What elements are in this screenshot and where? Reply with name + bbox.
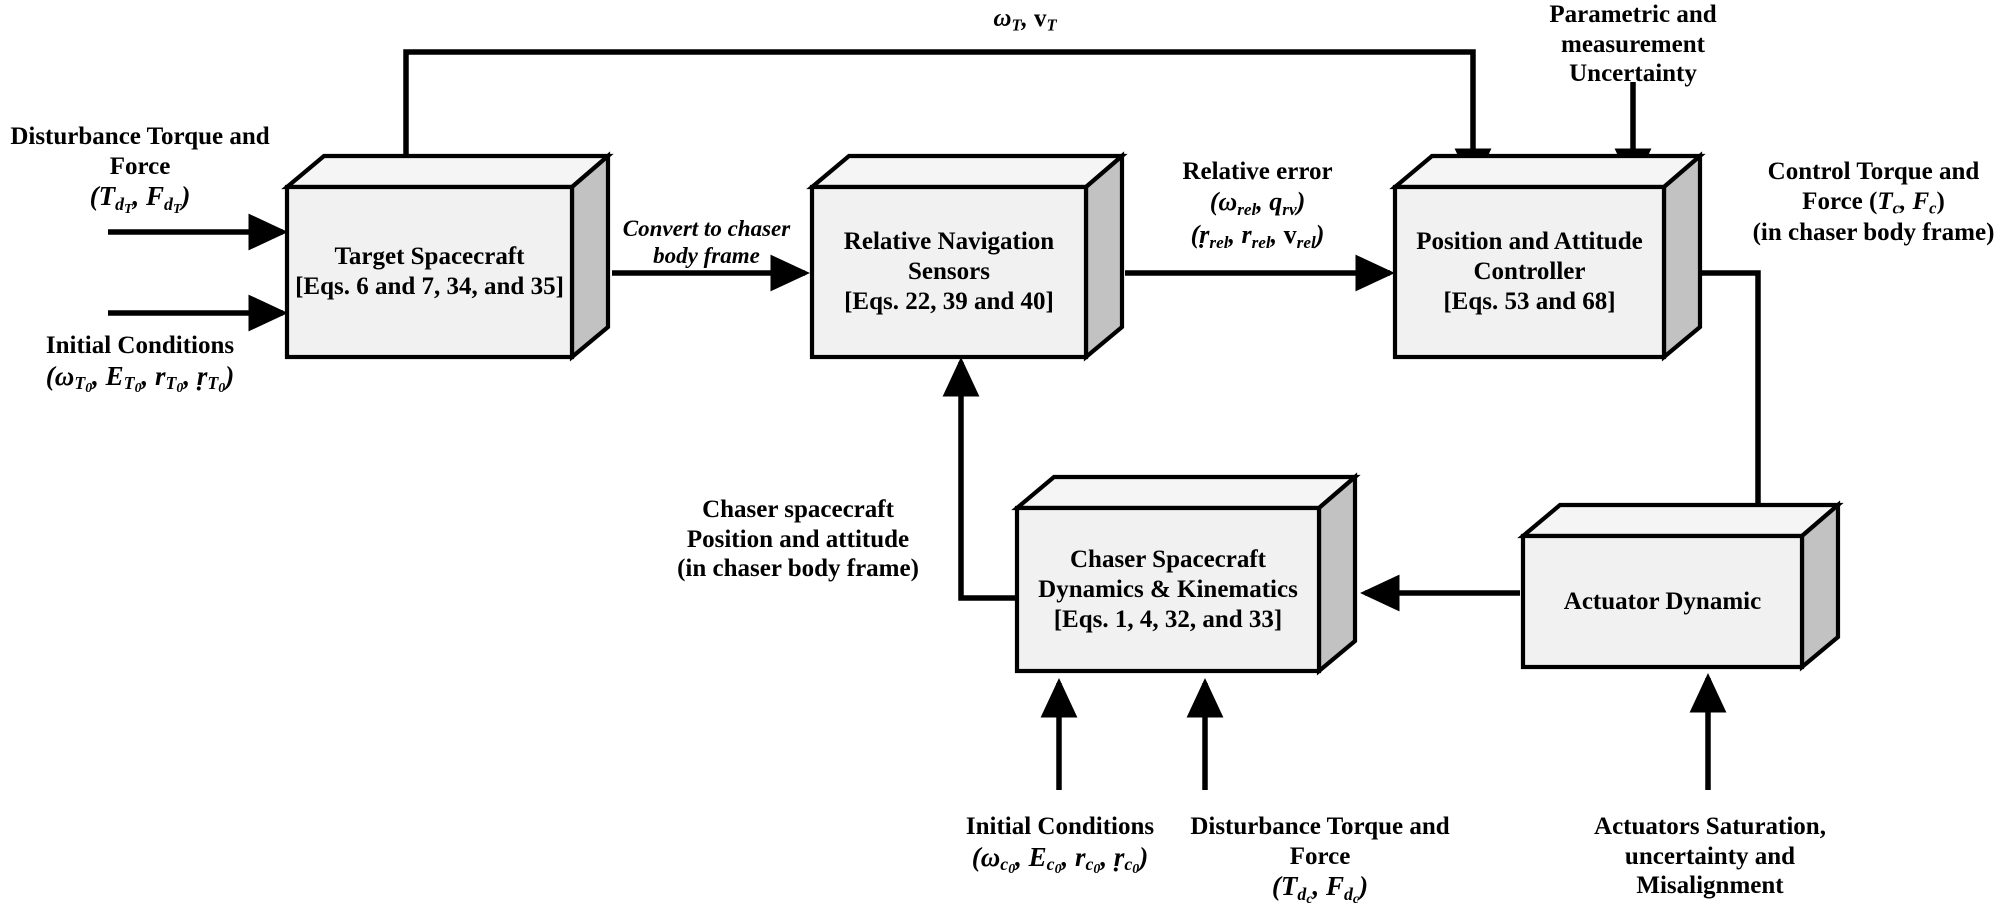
label-line: Chaser spacecraft <box>702 496 894 523</box>
block-line: [Eqs. 6 and 7, 34, and 35] <box>295 273 564 300</box>
block-shape-position-attitude-controller <box>1389 151 1706 362</box>
label-line: Force <box>109 152 171 180</box>
label-target-feedback-math: ωT, vT <box>993 5 1057 35</box>
label-line: body frame <box>653 243 760 269</box>
block-line: [Eqs. 53 and 68] <box>1443 288 1616 315</box>
block-shape-chaser-spacecraft <box>1011 472 1361 676</box>
arrow-target-feedback-to-controller <box>403 49 1492 196</box>
block-line: Dynamics & Kinematics <box>1038 575 1298 603</box>
label-line: uncertainty and <box>1624 842 1796 870</box>
block-line: [Eqs. 22, 39 and 40] <box>844 288 1054 315</box>
label-line: measurement <box>1561 30 1705 58</box>
label-chaser-feedback: Chaser spacecraft Position and attitude … <box>648 495 948 584</box>
label-line: Uncertainty <box>1569 60 1697 87</box>
label-disturbance-target: Disturbance Torque and Force (TdT, FdT) <box>0 122 280 218</box>
label-line: Initial Conditions <box>45 332 235 359</box>
label-disturbance-target-math: (TdT, FdT) <box>89 181 191 218</box>
label-initial-target-math: (ωT0, ET0, rT0, ṛT0) <box>45 360 235 397</box>
block-line: Target Spacecraft <box>334 243 525 270</box>
block-label-target-spacecraft[interactable]: Target Spacecraft [Eqs. 6 and 7, 34, and… <box>287 187 572 357</box>
label-initial-target: Initial Conditions (ωT0, ET0, rT0, ṛT0) <box>0 331 280 398</box>
block-label-position-attitude-controller[interactable]: Position and Attitude Controller [Eqs. 5… <box>1395 187 1664 357</box>
label-initial-chaser-math: (ωc0, Ec0, rc0, ṛc0) <box>971 841 1149 878</box>
label-relative-error-math-1: (ωrel, qrv) <box>1209 186 1306 219</box>
label-control-torque-force: Control Torque and Force (Tc, Fc) (in ch… <box>1740 157 2007 247</box>
label-line: Convert to chaser <box>622 216 791 241</box>
block-line: Actuator Dynamic <box>1563 587 1762 615</box>
block-label-chaser-spacecraft[interactable]: Chaser Spacecraft Dynamics & Kinematics … <box>1017 508 1319 671</box>
block-line: Chaser Spacecraft <box>1069 545 1267 573</box>
label-line: Misalignment <box>1636 872 1784 899</box>
block-line: Relative Navigation <box>843 228 1055 255</box>
label-line: Control Torque and <box>1767 158 1980 185</box>
block-line: Position and Attitude <box>1416 228 1643 255</box>
label-relative-error-math-2: (ṛrel, rrel, vrel) <box>1190 219 1325 252</box>
block-shape-relative-navigation-sensors <box>806 151 1128 362</box>
label-parametric-measurement-uncertainty: Parametric and measurement Uncertainty <box>1500 0 1766 89</box>
label-disturbance-chaser-math: (Tdc, Fdc) <box>1271 871 1369 908</box>
label-relative-error: Relative error (ωrel, qrv) (ṛrel, rrel, … <box>1125 157 1390 253</box>
block-line: Controller <box>1473 258 1586 285</box>
label-line: Actuators Saturation, <box>1594 813 1826 840</box>
label-line: Disturbance Torque and <box>1190 813 1450 840</box>
label-initial-chaser: Initial Conditions (ωc0, Ec0, rc0, ṛc0) <box>880 812 1240 879</box>
label-line: (in chaser body frame) <box>1752 218 1995 246</box>
label-line: Relative error <box>1182 158 1333 185</box>
block-line: [Eqs. 1, 4, 32, and 33] <box>1053 605 1283 633</box>
label-line: Initial Conditions <box>965 813 1155 840</box>
label-target-feedback: ωT, vT <box>895 4 1155 35</box>
label-disturbance-chaser: Disturbance Torque and Force (Tdc, Fdc) <box>1175 812 1465 908</box>
block-shape-target-spacecraft <box>281 151 614 362</box>
label-line: (in chaser body frame) <box>677 555 919 582</box>
block-shape-actuator-dynamic <box>1517 500 1844 672</box>
label-line: Parametric and <box>1549 1 1717 28</box>
label-convert-to-chaser-body-frame: Convert to chaser body frame <box>600 215 813 269</box>
arrow-chaser-feedback-to-navsensors <box>942 357 1018 601</box>
label-actuators-saturation: Actuators Saturation, uncertainty and Mi… <box>1570 812 1850 901</box>
label-control-torque-force-math: Force (Tc, Fc) <box>1802 187 1945 218</box>
label-line: Position and attitude <box>686 525 910 553</box>
label-line: Force <box>1289 842 1351 870</box>
block-line: Sensors <box>908 258 990 285</box>
block-label-actuator-dynamic[interactable]: Actuator Dynamic <box>1523 536 1802 667</box>
label-line: Disturbance Torque and <box>10 123 270 150</box>
block-label-relative-navigation-sensors[interactable]: Relative Navigation Sensors [Eqs. 22, 39… <box>812 187 1086 357</box>
